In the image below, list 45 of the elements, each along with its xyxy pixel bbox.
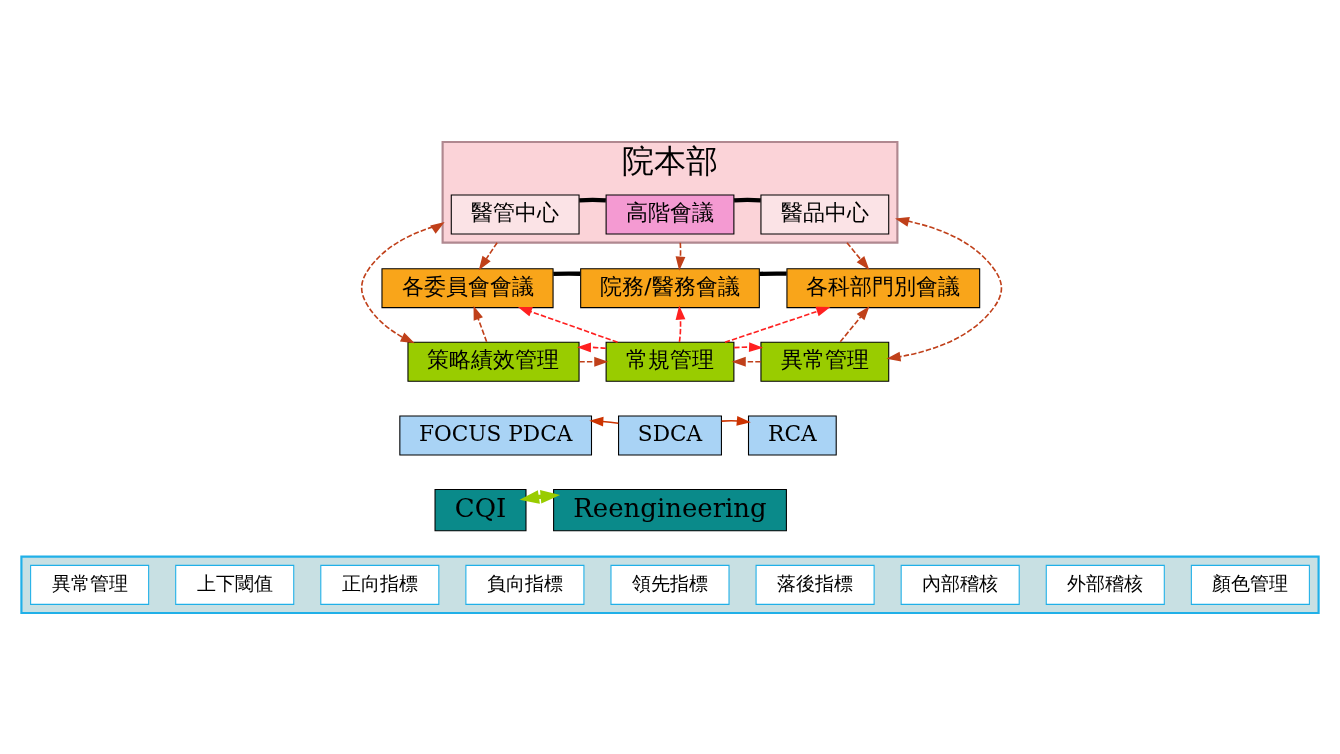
node-box: FOCUS PDCA: [399, 414, 593, 455]
node-box: RCA: [747, 414, 837, 455]
node-box: SDCA: [618, 414, 722, 455]
arrow: [576, 341, 607, 352]
arrow: [517, 306, 619, 343]
arrow: [886, 216, 1003, 361]
arrow: [589, 416, 620, 427]
node-box: Reengineering: [553, 488, 787, 531]
node-box: 正向指標: [320, 564, 440, 605]
arrow: [733, 341, 764, 352]
arrow: [519, 489, 561, 504]
arrow: [724, 306, 831, 343]
arrow: [720, 415, 751, 426]
node-box: 各科部門別會議: [786, 267, 981, 308]
node-box: 異常管理: [760, 341, 890, 382]
connector: [734, 197, 761, 203]
node-box: 上下閾值: [175, 564, 295, 605]
arrow: [846, 241, 870, 270]
node-box: CQI: [434, 488, 527, 531]
node-box: 各委員會會議: [381, 267, 554, 308]
node-box: 院務/醫務會議: [580, 267, 760, 308]
node-box: 醫品中心: [760, 194, 890, 235]
node-box: 醫管中心: [450, 194, 580, 235]
connector: [553, 270, 581, 276]
arrow: [731, 356, 762, 367]
node-box: 落後指標: [755, 564, 875, 605]
cluster: [20, 555, 1320, 614]
connector: [579, 197, 606, 203]
node-box: 內部稽核: [900, 564, 1020, 605]
node-box: 常規管理: [605, 341, 735, 382]
arrow: [578, 356, 609, 367]
node-box: 負向指標: [465, 564, 585, 605]
arrow: [478, 241, 498, 270]
arrow: [839, 305, 870, 343]
node-box: 高階會議: [605, 194, 735, 235]
node-box: 異常管理: [30, 564, 150, 605]
node-box: 外部稽核: [1045, 564, 1165, 605]
arrow: [473, 305, 488, 343]
connector: [759, 270, 787, 276]
node-box: 策略績效管理: [407, 341, 580, 382]
arrow: [360, 221, 445, 343]
arrow: [675, 241, 686, 271]
node-box: 顏色管理: [1190, 564, 1310, 605]
node-box: 領先指標: [610, 564, 730, 605]
arrow: [675, 305, 686, 343]
